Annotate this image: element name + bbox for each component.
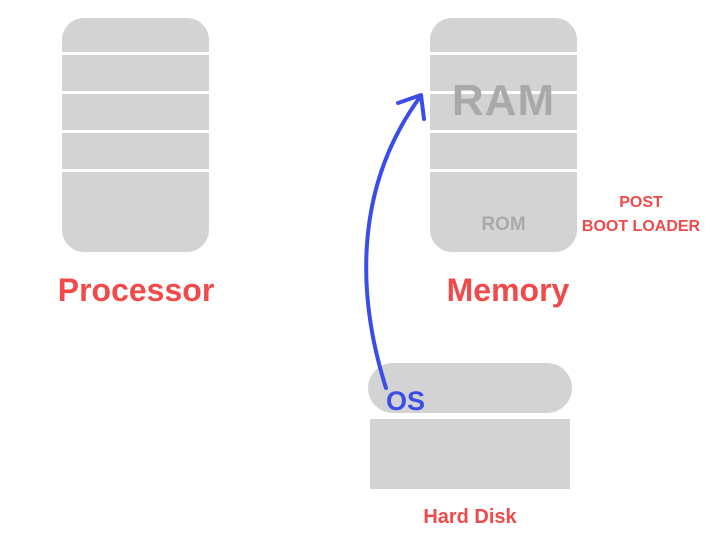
processor-divider	[62, 169, 209, 172]
processor-divider	[62, 52, 209, 55]
os-partition	[368, 363, 572, 413]
bootloader-line: BOOT LOADER	[581, 218, 701, 235]
memory-divider	[430, 52, 577, 55]
memory-block: RAM ROM	[430, 18, 577, 252]
memory-divider	[430, 169, 577, 172]
processor-divider	[62, 130, 209, 133]
hard-disk-caption: Hard Disk	[423, 506, 517, 528]
ram-label: RAM	[451, 76, 556, 125]
arrow-path	[364, 95, 422, 390]
memory-caption: Memory	[446, 272, 570, 308]
processor-block	[62, 18, 209, 252]
memory-divider	[430, 91, 577, 94]
processor-caption: Processor	[57, 272, 215, 308]
hard-disk-block	[370, 419, 570, 489]
memory-divider	[430, 130, 577, 133]
rom-label: ROM	[481, 214, 526, 235]
arrow-head	[396, 93, 426, 121]
post-bootloader-label: POST BOOT LOADER	[566, 191, 716, 239]
post-line: POST	[619, 194, 663, 211]
processor-divider	[62, 91, 209, 94]
os-label: OS	[386, 386, 426, 416]
